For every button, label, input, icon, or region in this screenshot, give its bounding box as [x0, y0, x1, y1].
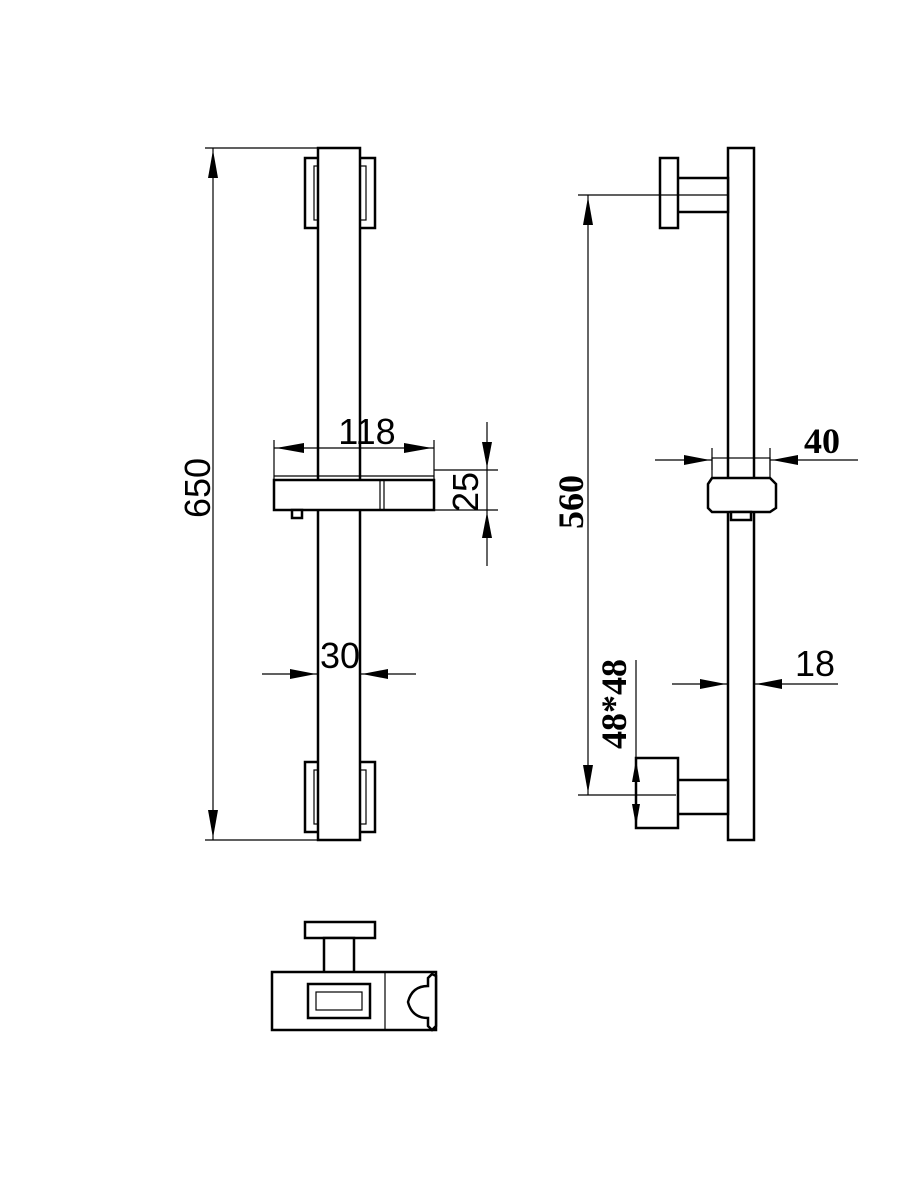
dim-label-rail-width: 30: [320, 635, 360, 676]
dim-label-bracket-spacing: 560: [551, 475, 591, 529]
side-view: 560 40 18 48*48: [551, 146, 858, 842]
side-top-bracket: [658, 156, 730, 230]
dim-holder-depth: [655, 448, 858, 470]
dim-label-holder-height: 25: [445, 472, 486, 512]
top-wall-flange: [303, 920, 377, 976]
top-hose-cradle: [406, 972, 438, 1032]
dim-label-holder-depth: 40: [804, 421, 840, 461]
dim-label-overall-length: 650: [177, 458, 218, 518]
front-slider-holder: [272, 475, 436, 520]
side-bottom-bracket: [634, 756, 730, 830]
dim-holder-height: [434, 422, 498, 566]
top-slider-body: [270, 970, 438, 1032]
dim-overall-length: [205, 147, 360, 841]
dim-bracket-spacing: [578, 194, 728, 796]
dim-label-rail-diameter: 18: [795, 643, 835, 684]
dim-label-base-size: 48*48: [594, 659, 634, 749]
dim-holder-width: [273, 440, 435, 480]
dim-rail-diameter: [672, 679, 838, 689]
front-view: 650 118 25 30: [177, 146, 498, 842]
side-slider-holder: [706, 457, 778, 522]
top-view: [270, 920, 438, 1032]
dim-label-holder-width: 118: [338, 411, 395, 452]
dim-base-size: [632, 660, 640, 828]
dim-rail-width: [262, 669, 416, 679]
